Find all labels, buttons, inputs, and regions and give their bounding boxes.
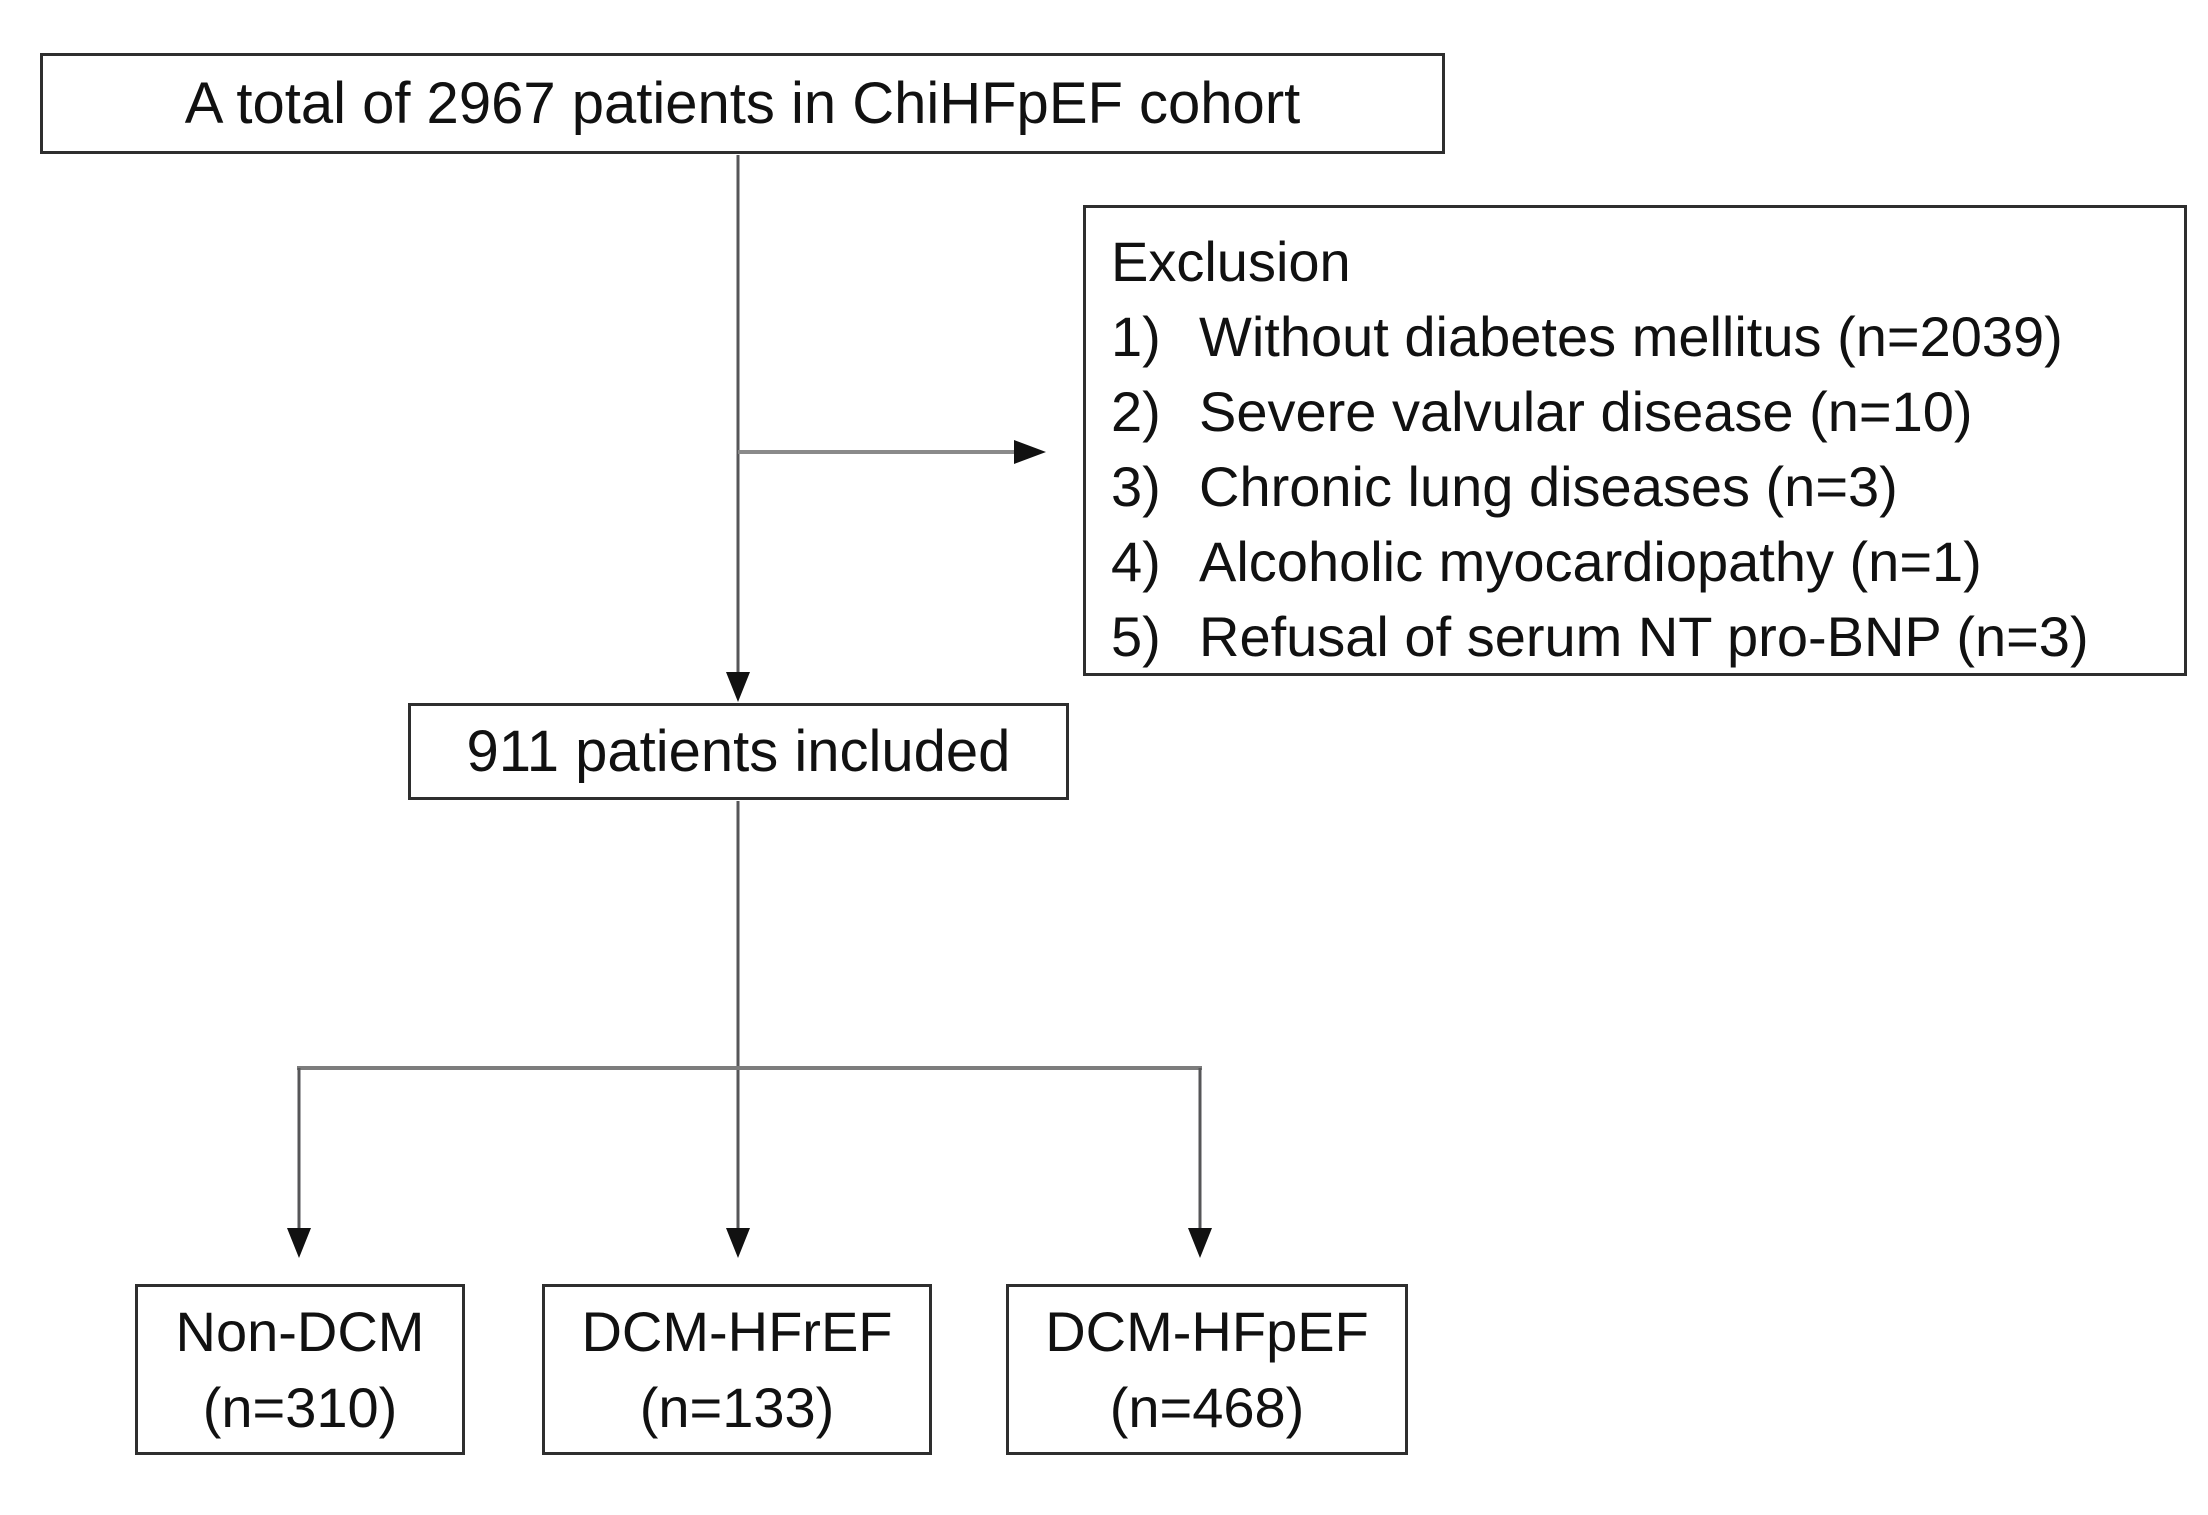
outcome-box-dcm-hfpef: DCM-HFpEF (n=468)	[1006, 1284, 1408, 1455]
exclusion-item: 2) Severe valvular disease (n=10)	[1111, 374, 2170, 449]
exclusion-item: 1) Without diabetes mellitus (n=2039)	[1111, 299, 2170, 374]
outcome-name: Non-DCM	[175, 1299, 425, 1363]
exclusion-item-text: Chronic lung diseases (n=3)	[1199, 455, 1898, 518]
exclusion-item-number: 2)	[1111, 380, 1161, 443]
exclusion-item-text: Refusal of serum NT pro-BNP (n=3)	[1199, 605, 2089, 668]
exclusion-item: 4) Alcoholic myocardiopathy (n=1)	[1111, 524, 2170, 599]
exclusion-item-text: Severe valvular disease (n=10)	[1199, 380, 1973, 443]
exclusion-item-number: 1)	[1111, 305, 1161, 368]
outcome-box-non-dcm: Non-DCM (n=310)	[135, 1284, 465, 1455]
outcome-name: DCM-HFpEF	[1045, 1299, 1369, 1363]
included-box-label: 911 patients included	[466, 719, 1011, 784]
outcome-count: (n=310)	[202, 1375, 398, 1439]
included-box: 911 patients included	[408, 703, 1069, 800]
exclusion-item-number: 4)	[1111, 530, 1161, 593]
arrowhead-down-center-outcome	[726, 1228, 750, 1258]
exclusion-item-number: 5)	[1111, 605, 1161, 668]
exclusion-item-text: Alcoholic myocardiopathy (n=1)	[1199, 530, 1982, 593]
outcome-count: (n=468)	[1109, 1375, 1305, 1439]
arrowhead-down-right-outcome	[1188, 1228, 1212, 1258]
exclusion-box: Exclusion 1) Without diabetes mellitus (…	[1083, 205, 2187, 676]
exclusion-item-number: 3)	[1111, 455, 1161, 518]
arrowhead-down-included	[726, 672, 750, 702]
outcome-box-dcm-hfref: DCM-HFrEF (n=133)	[542, 1284, 932, 1455]
arrowhead-down-left-outcome	[287, 1228, 311, 1258]
exclusion-item-text: Without diabetes mellitus (n=2039)	[1199, 305, 2063, 368]
exclusion-title: Exclusion	[1111, 230, 1351, 293]
exclusion-item: 3) Chronic lung diseases (n=3)	[1111, 449, 2170, 524]
exclusion-item: 5) Refusal of serum NT pro-BNP (n=3)	[1111, 599, 2170, 674]
outcome-name: DCM-HFrEF	[581, 1299, 893, 1363]
arrowhead-right-exclusion	[1014, 440, 1046, 464]
cohort-box: A total of 2967 patients in ChiHFpEF coh…	[40, 53, 1445, 154]
outcome-count: (n=133)	[639, 1375, 835, 1439]
cohort-box-label: A total of 2967 patients in ChiHFpEF coh…	[184, 71, 1301, 136]
